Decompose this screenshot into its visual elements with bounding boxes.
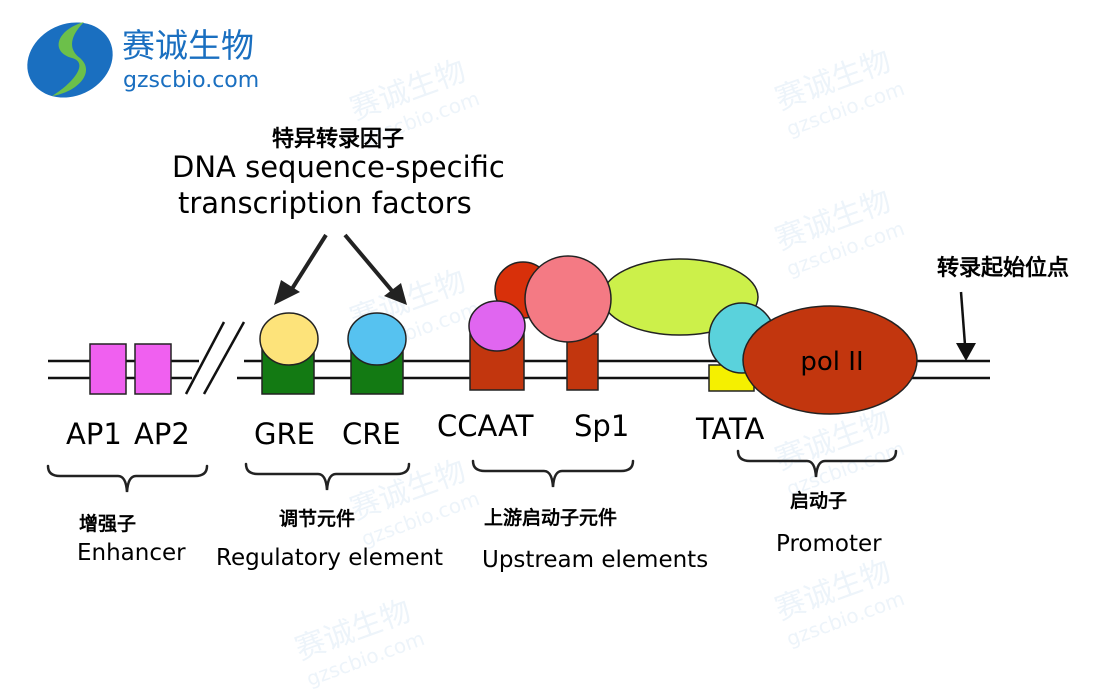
sp1-label: Sp1 (574, 409, 629, 443)
logo-mark-icon (27, 22, 113, 98)
factors-heading-en-line1: DNA sequence-specific (172, 150, 505, 184)
enhancer-label-en: Enhancer (77, 540, 186, 566)
braces (46, 449, 898, 493)
logo-domain: gzscbio.com (123, 68, 259, 93)
tss-label: 转录起始位点 (937, 255, 1069, 281)
tata-label: TATA (695, 412, 765, 446)
cre-protein (347, 312, 407, 366)
gre-protein (259, 312, 319, 366)
enhancer-brace (46, 464, 209, 493)
gre-label: GRE (254, 417, 315, 451)
ap1-box (89, 343, 127, 395)
logo-name-cn: 赛诚生物 (122, 26, 254, 65)
factor-arrows (274, 233, 407, 305)
watermark: 赛诚生物 gzscbio.com (771, 44, 908, 141)
regulatory-label-en: Regulatory element (216, 545, 443, 571)
regulatory-brace (244, 462, 411, 491)
watermark: 赛诚生物 gzscbio.com (346, 454, 483, 551)
upstream-label-en: Upstream elements (482, 547, 708, 573)
ap2-label: AP2 (134, 417, 190, 451)
element-labels: AP1 AP2 GRE CRE CCAAT Sp1 TATA (66, 409, 765, 451)
factors-heading-en-line2: transcription factors (178, 186, 472, 220)
logo: 赛诚生物 gzscbio.com (27, 22, 259, 98)
watermark: 赛诚生物 gzscbio.com (771, 404, 908, 501)
promoter-brace (736, 449, 898, 478)
watermark: 赛诚生物 gzscbio.com (291, 594, 428, 691)
ccaat-protein (468, 300, 526, 352)
watermark: 赛诚生物 gzscbio.com (771, 554, 908, 651)
pol2-label: pol II (800, 347, 863, 377)
arrowhead-gre (274, 280, 300, 305)
ap1-label: AP1 (66, 417, 122, 451)
tss-arrow-icon (956, 291, 976, 361)
arrowhead-cre (384, 283, 407, 305)
factors-heading: 特异转录因子 DNA sequence-specific transcripti… (172, 126, 505, 220)
enhancer-label-cn: 增强子 (79, 512, 136, 535)
dna-break-icon (184, 321, 246, 395)
upstream-brace (471, 459, 635, 488)
sp1-block (566, 333, 599, 391)
watermark: 赛诚生物 gzscbio.com (771, 184, 908, 281)
promoter-label-en: Promoter (776, 531, 882, 557)
arrow-to-gre (288, 233, 328, 294)
cre-label: CRE (342, 417, 401, 451)
arrow-to-cre (343, 233, 395, 294)
ccaat-label: CCAAT (437, 409, 534, 443)
sp1-protein (524, 255, 612, 343)
pol2-enzyme (742, 305, 918, 415)
factors-heading-cn: 特异转录因子 (272, 126, 404, 152)
group-labels: 增强子 Enhancer 调节元件 Regulatory element 上游启… (77, 489, 882, 573)
ap2-box (134, 343, 172, 395)
regulatory-label-cn: 调节元件 (279, 507, 355, 530)
upstream-label-cn: 上游启动子元件 (484, 506, 617, 529)
promoter-label-cn: 启动子 (790, 489, 847, 512)
